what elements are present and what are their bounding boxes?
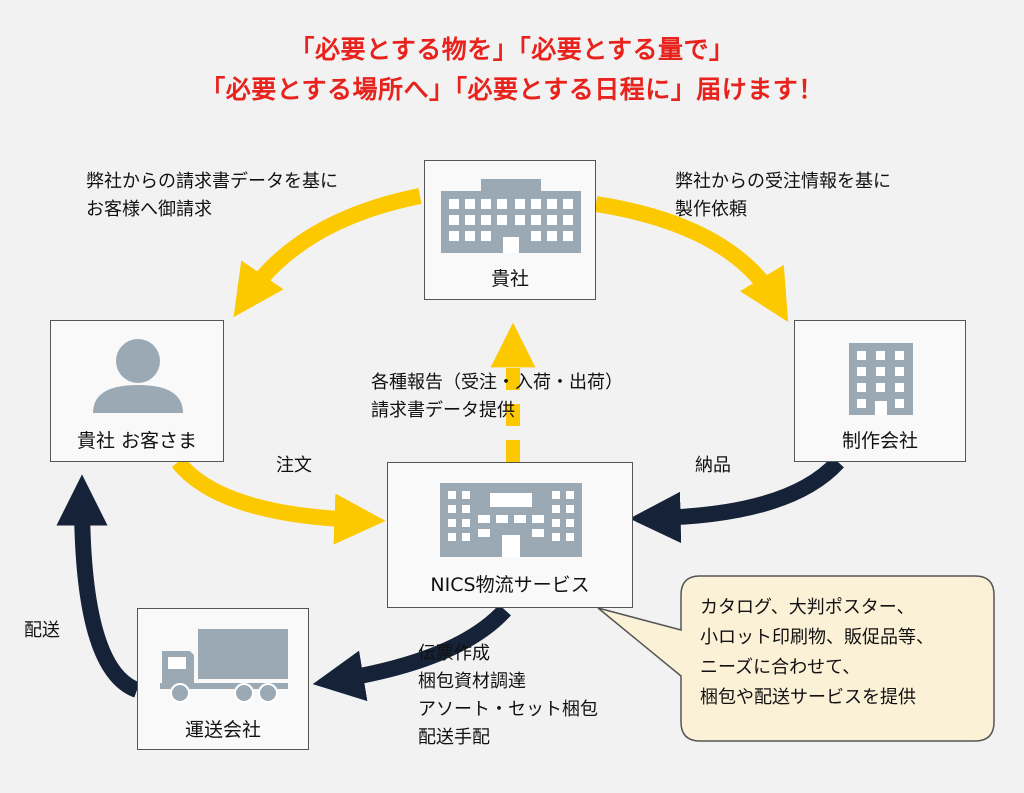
logistics-center-icon	[440, 483, 582, 557]
edge-label-tasks: 伝票作成 梱包資材調達 アソート・セット梱包 配送手配	[418, 643, 598, 748]
office-building-icon	[441, 179, 581, 253]
edge-label-invoice: 弊社からの請求書データを基に お客様へ御請求	[86, 171, 338, 220]
arrow-carrier-to-customer	[56, 474, 141, 698]
arrow-customer-to-nics	[171, 456, 386, 545]
node-customer-label: 貴社 お客さま	[76, 430, 198, 452]
edge-label-order: 注文	[276, 455, 312, 476]
title-line-2: 「必要とする場所へ」「必要とする日程に」届けます！	[200, 75, 824, 104]
arrow-nics-to-carrier	[312, 604, 511, 702]
callout-bubble	[597, 575, 995, 742]
node-nics-label: NICS物流サービス	[430, 574, 590, 596]
edge-label-shipping: 配送	[24, 620, 60, 641]
node-manufacturer: 制作会社	[794, 320, 966, 462]
node-customer: 貴社 お客さま	[50, 320, 224, 462]
node-nics: NICS物流サービス	[387, 462, 633, 608]
callout-text: カタログ、大判ポスター、 小ロット印刷物、販促品等、 ニーズに合わせて、 梱包や…	[700, 597, 934, 708]
edge-label-delivery: 納品	[695, 455, 731, 476]
arrow-kisha-to-customer	[233, 188, 422, 318]
node-kisha-label: 貴社	[490, 268, 529, 290]
node-manufacturer-label: 制作会社	[841, 430, 918, 452]
arrow-kisha-to-manufacturer	[594, 196, 789, 322]
node-kisha: 貴社	[424, 160, 596, 300]
node-carrier-label: 運送会社	[184, 719, 261, 741]
factory-building-icon	[849, 343, 913, 415]
title-line-1: 「必要とする物を」「必要とする量で」	[289, 35, 735, 64]
person-icon	[93, 339, 183, 413]
arrow-manufacturer-to-nics	[629, 456, 844, 544]
truck-icon	[160, 629, 288, 703]
edge-label-order-request: 弊社からの受注情報を基に 製作依頼	[675, 171, 891, 220]
node-carrier: 運送会社	[137, 608, 309, 750]
edge-label-report: 各種報告（受注・入荷・出荷） 請求書データ提供	[371, 372, 623, 421]
